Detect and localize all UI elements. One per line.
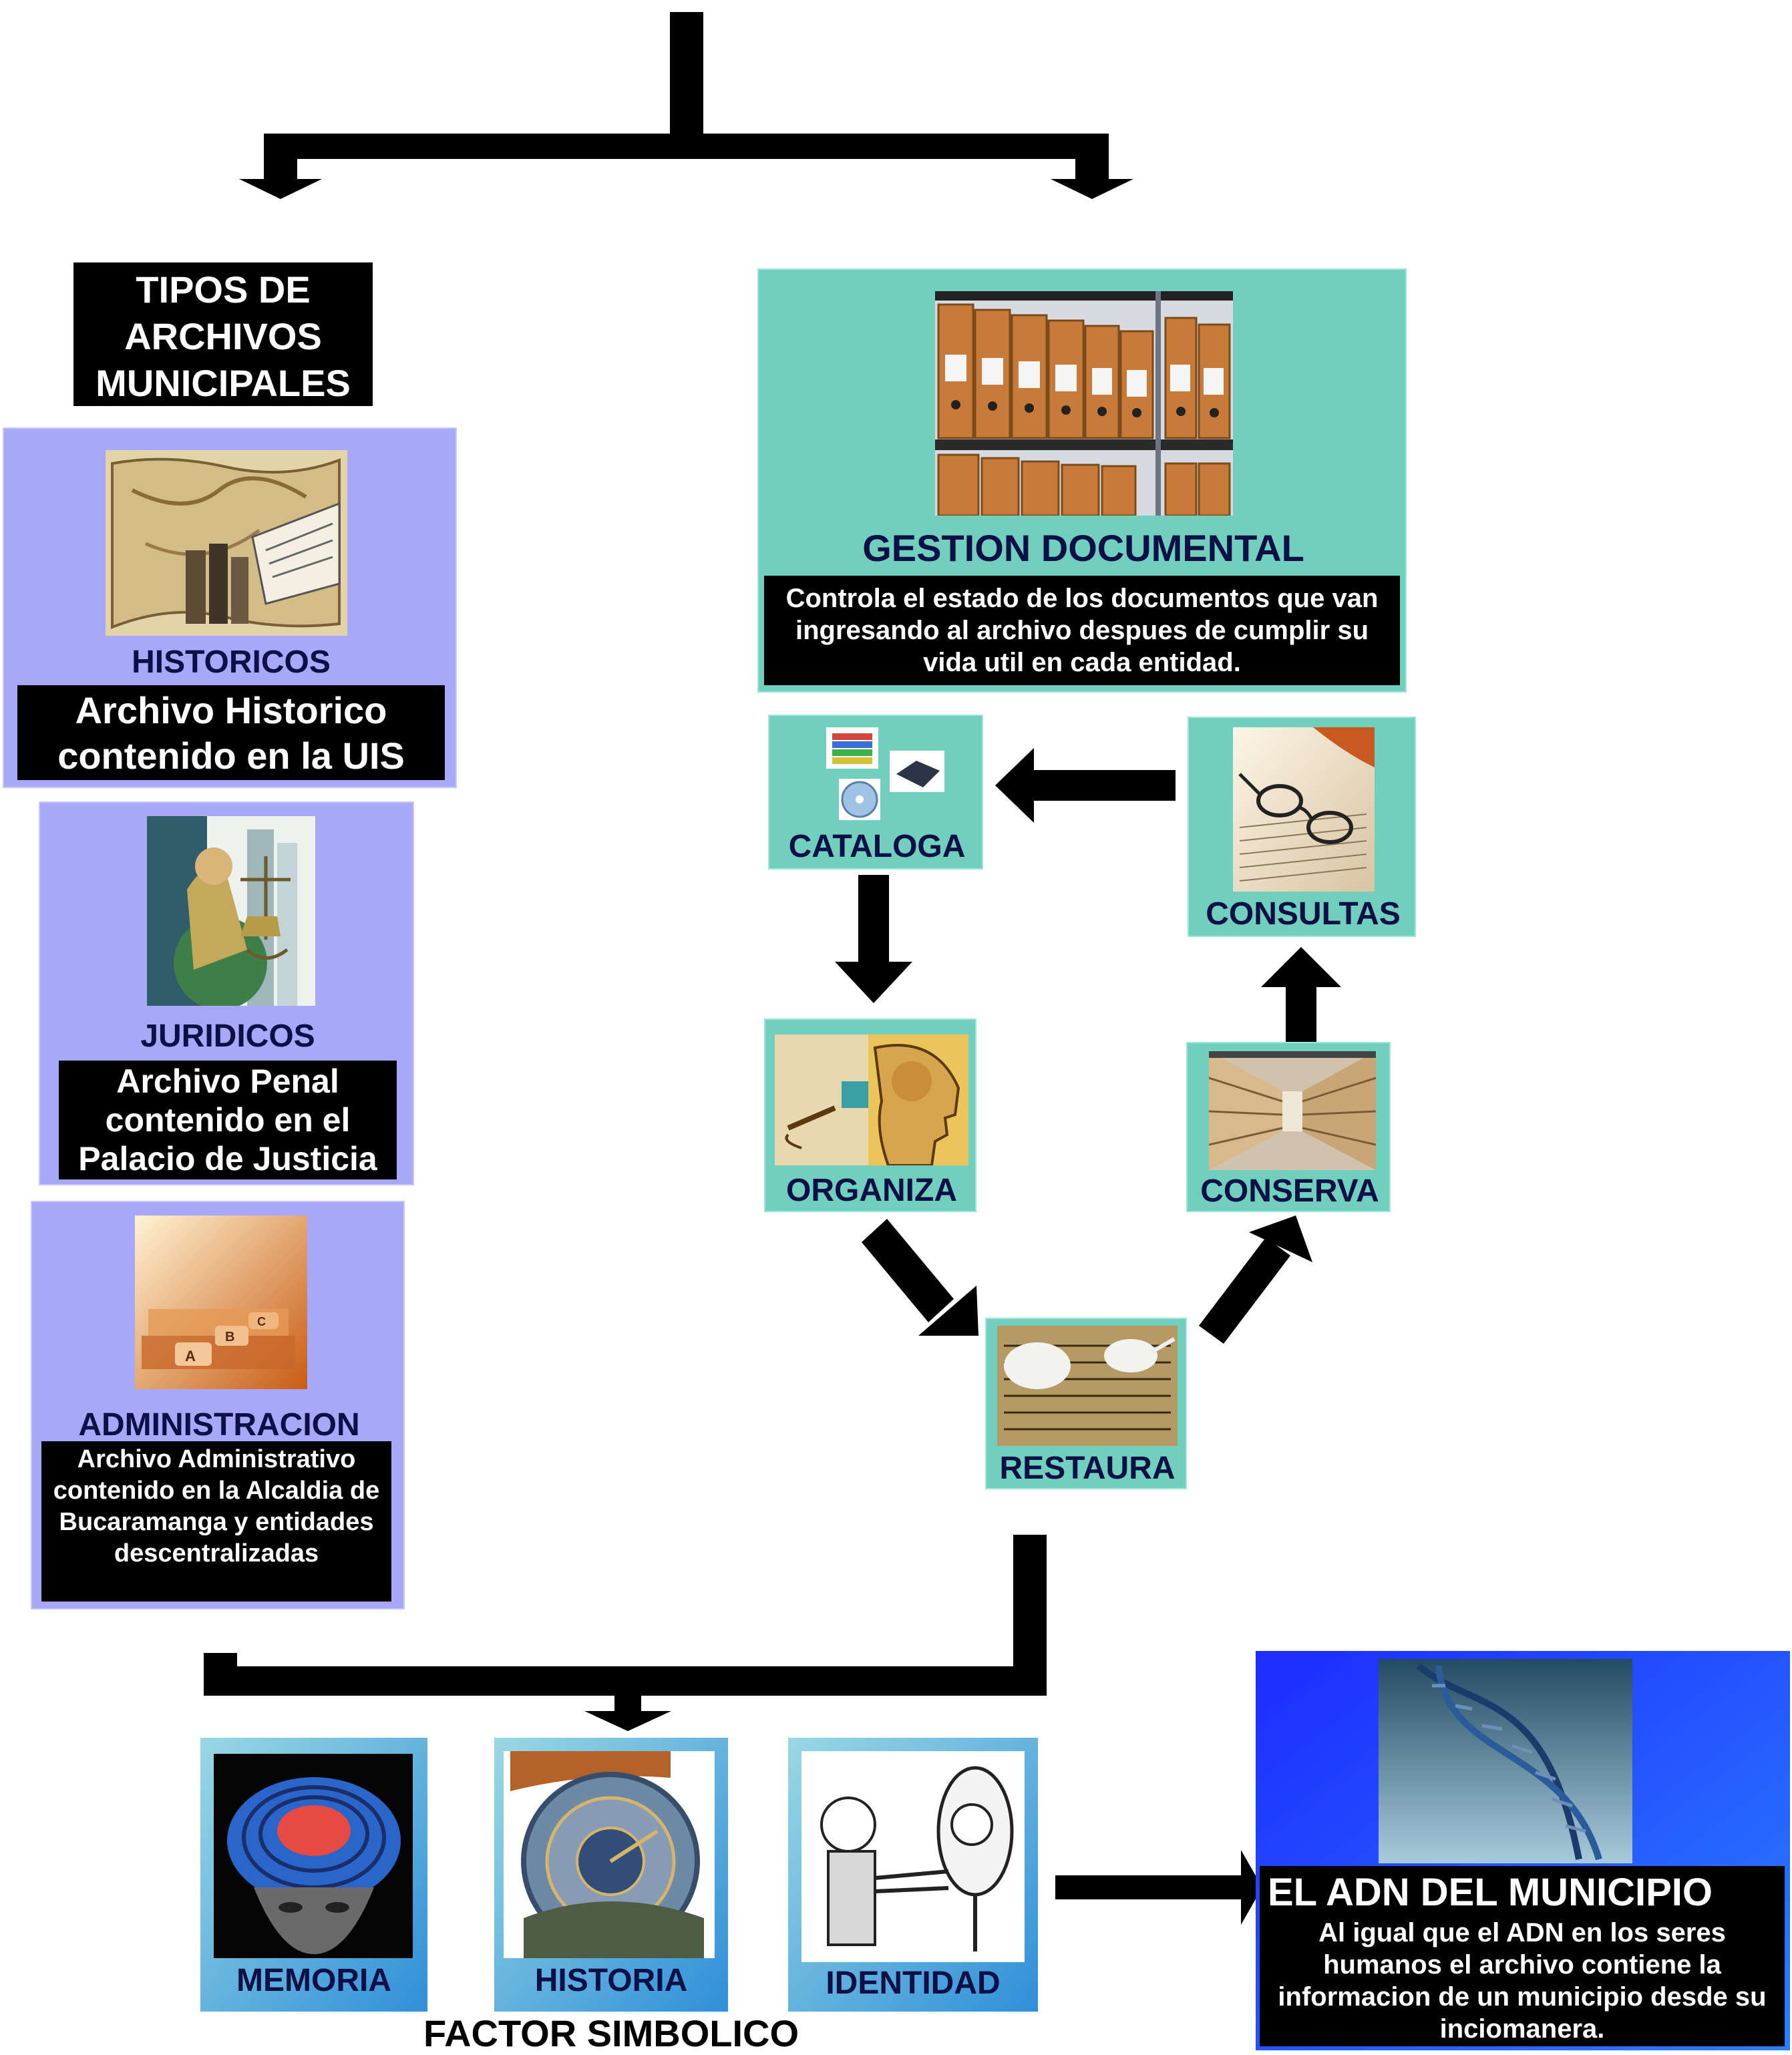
archive-corridor-icon [1209,1051,1376,1170]
brain-maze-icon [214,1754,413,1958]
historicos-label: HISTORICOS [132,644,331,680]
gestion-card: GESTION DOCUMENTAL Controla el estado de… [757,268,1407,693]
justice-scales-icon [147,816,315,1006]
arrow-cataloga-to-organiza [835,875,912,1003]
historicos-image [106,450,347,636]
organiza-image [775,1035,968,1165]
consultas-card: CONSULTAS [1188,717,1416,937]
historia-card: HISTORIA [494,1738,728,2012]
factor-simbolico-label: FACTOR SIMBOLICO [423,2012,799,2054]
administracion-desc: Archivo Administrativo contenido en la A… [41,1441,391,1602]
arrow-conserva-to-consultas [1261,947,1341,1045]
cataloga-label: CATALOGA [788,829,966,864]
svg-text:A: A [185,1348,196,1364]
administracion-image: A B C [135,1216,307,1389]
historicos-desc: Archivo Historico contenido en la UIS [17,685,445,780]
juridicos-image [147,816,315,1006]
adn-desc: Al igual que el ADN en los seres humanos… [1278,1918,1767,2044]
arrow-organiza-to-restaura [862,1219,978,1336]
organiza-label: ORGANIZA [786,1173,957,1208]
conserva-card: CONSERVA [1186,1042,1391,1212]
restaura-image [997,1326,1178,1446]
books-disk-icon [823,724,950,823]
administracion-label: ADMINISTRACION [78,1407,360,1443]
juridicos-card: JURIDICOS Archivo Penal contenido en el … [39,801,414,1185]
consultas-label: CONSULTAS [1206,896,1401,932]
top-split-arrow [239,12,1133,199]
adn-card: EL ADN DEL MUNICIPIO Al igual que el ADN… [1256,1651,1790,2050]
memoria-label: MEMORIA [236,1963,391,1998]
historicos-card: HISTORICOS Archivo Historico contenido e… [3,427,457,788]
consultas-image [1233,727,1375,892]
administracion-card: A B C ADMINISTRACION Archivo Administrat… [31,1201,405,1610]
file-cards-icon: A B C [135,1216,307,1389]
adn-title: EL ADN DEL MUNICIPIO [1268,1871,1713,1914]
identidad-image [801,1751,1025,1962]
manuscript-restoration-icon [997,1326,1178,1446]
arrow-consultas-to-cataloga [995,748,1176,823]
svg-text:B: B [225,1330,234,1344]
identidad-label: IDENTIDAD [826,1966,1001,2001]
cataloga-card: CATALOGA [768,715,983,870]
old-documents-icon [106,450,347,636]
glasses-document-icon [1233,727,1375,892]
restaura-label: RESTAURA [999,1451,1176,1486]
bottom-merge-arrow [204,1535,1047,1731]
memoria-card: MEMORIA [200,1738,427,2012]
juridicos-label: JURIDICOS [140,1018,315,1054]
gestion-desc: Controla el estado de los documentos que… [764,576,1400,685]
mirror-self-icon [801,1751,1025,1962]
historia-label: HISTORIA [534,1963,688,1998]
arrow-restaura-to-conserva [1199,1216,1312,1344]
tipos-title-text: TIPOS DE ARCHIVOS MUNICIPALES [96,268,351,404]
svg-text:C: C [257,1315,266,1328]
conserva-image [1209,1051,1376,1170]
dna-helix-icon [1379,1659,1632,1863]
adn-image [1379,1659,1632,1863]
juridicos-desc: Archivo Penal contenido en el Palacio de… [59,1061,397,1179]
gestion-title: GESTION DOCUMENTAL [862,527,1304,569]
memoria-image [214,1754,413,1958]
historia-image [504,1751,715,1958]
organiza-card: ORGANIZA [764,1018,976,1212]
gestion-image [935,291,1233,516]
restaura-card: RESTAURA [985,1318,1187,1489]
conserva-label: CONSERVA [1200,1173,1379,1209]
identidad-card: IDENTIDAD [788,1738,1038,2012]
tipos-title: TIPOS DE ARCHIVOS MUNICIPALES [73,262,373,406]
adn-text-box: EL ADN DEL MUNICIPIO Al igual que el ADN… [1260,1866,1785,2046]
puzzle-head-icon [775,1035,968,1165]
arrow-to-adn [1055,1850,1262,1925]
archive-shelves-icon [935,291,1233,516]
astronomical-clock-icon [504,1751,715,1958]
cataloga-image [823,724,950,823]
